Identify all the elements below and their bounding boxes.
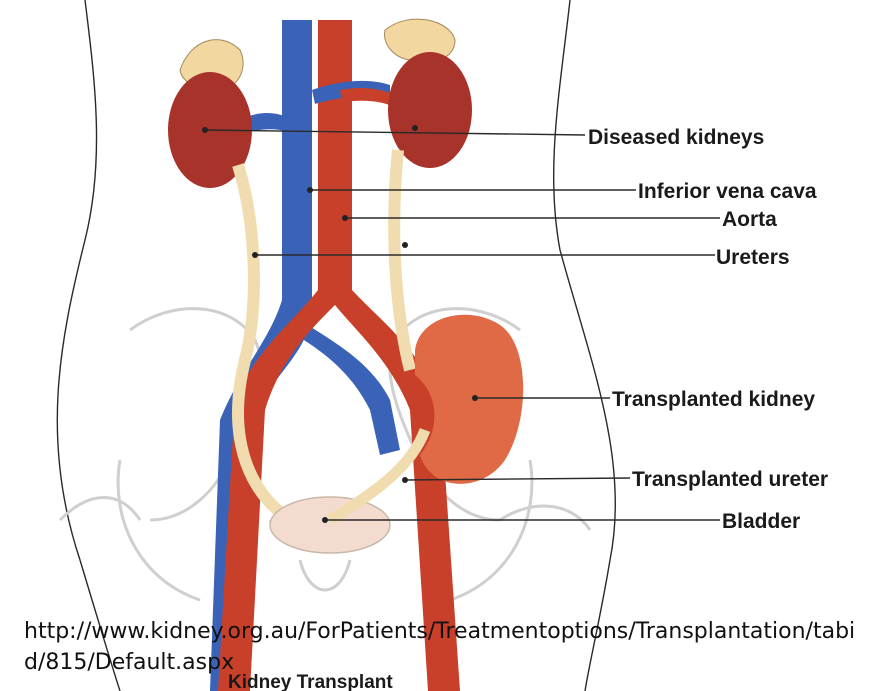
label-bladder: Bladder: [722, 510, 800, 533]
body-outline-right: [554, 0, 616, 691]
label-ureters: Ureters: [716, 246, 790, 269]
body-outline-left: [57, 0, 120, 691]
source-url: http://www.kidney.org.au/ForPatients/Tre…: [24, 616, 874, 678]
bladder: [270, 497, 390, 553]
label-transplanted-ureter: Transplanted ureter: [632, 468, 828, 491]
label-inferior-vena-cava: Inferior vena cava: [638, 180, 817, 203]
label-transplanted-kidney: Transplanted kidney: [612, 388, 815, 411]
label-aorta: Aorta: [722, 208, 777, 231]
label-diseased-kidneys: Diseased kidneys: [588, 126, 764, 149]
